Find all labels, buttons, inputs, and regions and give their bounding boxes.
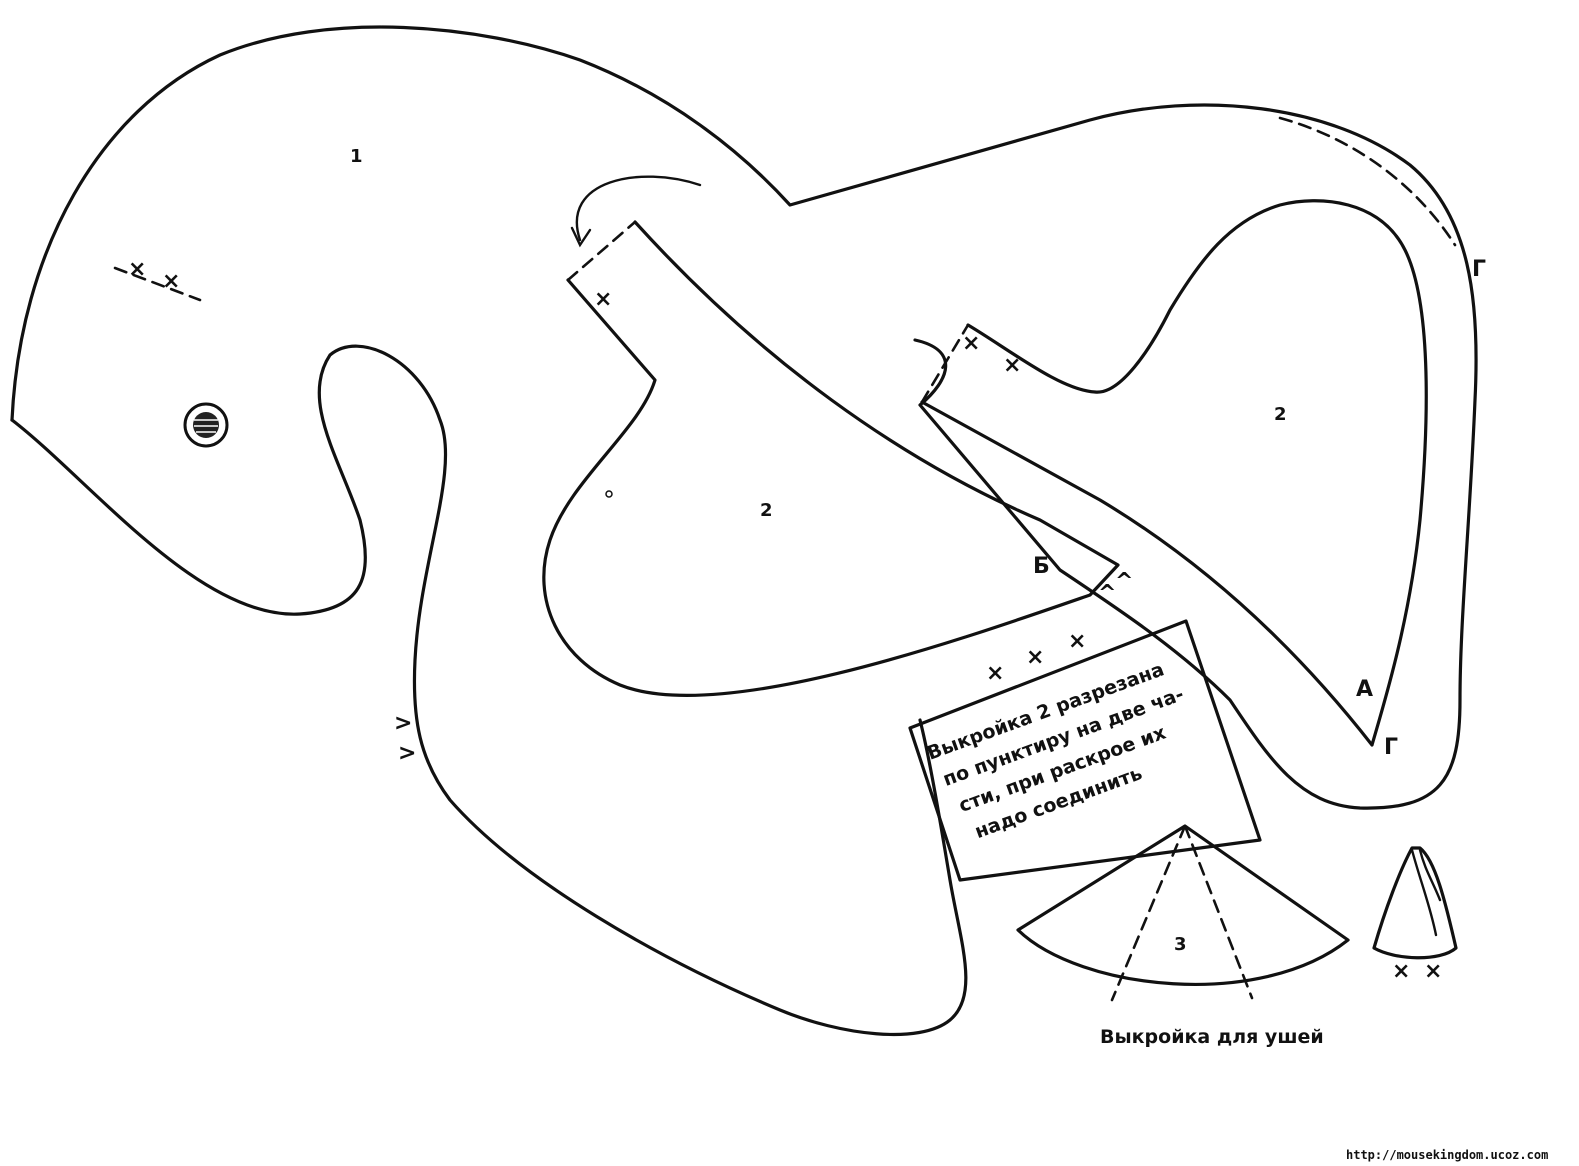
piece-1-number: 1 [350,146,363,167]
cross-mark: × [1003,353,1021,378]
eye-icon [183,402,229,448]
cross-mark: × [1424,959,1442,984]
ear-cone-fold [1410,848,1442,937]
notch-mark: > [394,711,412,736]
notch-mark: ^ [1098,581,1116,606]
footer-url: http://mousekingdom.ucoz.com [1346,1148,1548,1162]
cross-mark: × [128,257,146,282]
notch-mark: Г [1472,257,1486,282]
cross-mark: × [962,331,980,356]
cross-mark: × [1068,629,1086,654]
piece-2-right-outline [920,199,1428,747]
piece-2-right-cut-line [920,323,970,404]
ear-piece-number: 3 [1174,934,1187,955]
letter-b: Б [1033,554,1050,579]
piece-1-lower-outline [10,344,968,1037]
letter-a: А [1356,677,1373,702]
join-arrow-head [570,226,592,248]
ear-pattern-dash-right [1183,824,1254,1000]
ear-caption: Выкройка для ушей [1100,1026,1324,1048]
piece-2-left-cut-line [566,220,637,282]
ear-pattern-dash-left [1110,824,1187,1002]
piece-2-right-number: 2 [1274,404,1287,425]
note-text: Выкройка 2 разрезана по пунктиру на две … [924,658,1187,843]
cross-mark: × [162,269,180,294]
dart-dashed-line [113,266,202,302]
notch-mark: ^ [1115,569,1133,594]
small-circle-mark [605,490,613,498]
cross-mark: × [594,287,612,312]
cross-mark: × [1392,959,1410,984]
ear-pattern-outline [1016,824,1350,986]
note-box-outline [908,619,1262,882]
cross-mark: × [986,661,1004,686]
notch-mark: Г [1384,735,1398,760]
piece-1-outline [10,25,1478,810]
notch-mark: > [398,741,416,766]
seam-dashed-top-right [1278,116,1457,247]
piece-2-left-outline [542,220,1120,697]
piece-2-left-number: 2 [760,500,773,521]
ear-cone-outline [1372,846,1458,960]
join-arrow [575,175,702,242]
cross-mark: × [1026,645,1044,670]
